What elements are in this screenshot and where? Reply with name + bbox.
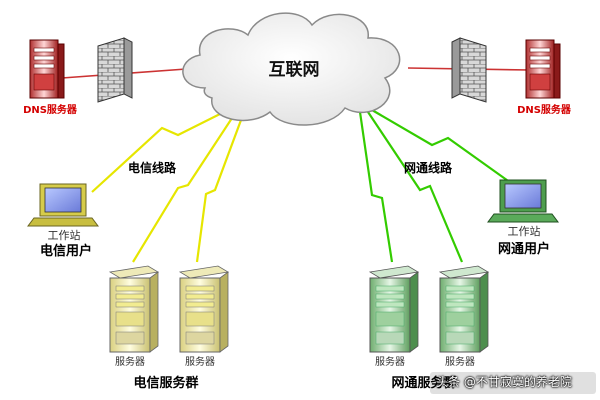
- netcom-server-2-label: 服务器: [445, 357, 475, 368]
- netcom-link-server-1: [358, 111, 394, 263]
- left-firewall: [97, 37, 133, 103]
- netcom-line-label: 网通线路: [404, 161, 453, 175]
- telecom-link-server-2: [195, 111, 246, 263]
- telecom-server-1-icon: [108, 265, 160, 353]
- right-firewall: [451, 37, 487, 103]
- netcom-link-server-2: [367, 111, 464, 263]
- telecom-server-group-label: 电信服务群: [133, 376, 199, 391]
- watermark-backdrop: [430, 372, 596, 394]
- left-dns-server-label: DNS服务器: [23, 105, 77, 116]
- telecom-links: [91, 109, 246, 263]
- telecom-link-workstation: [91, 109, 229, 193]
- netcom-server-1-icon: [368, 265, 420, 353]
- netcom-server-1-label: 服务器: [375, 357, 405, 368]
- netcom-links: [358, 109, 519, 263]
- netcom-server-2-icon: [438, 265, 490, 353]
- netcom-workstation-label: 工作站: [507, 225, 541, 238]
- netcom-user-label: 网通用户: [497, 242, 551, 257]
- netcom-link-workstation: [371, 109, 519, 189]
- watermark-text: 头条 @不甘寂寞的养老院: [436, 375, 572, 389]
- left-dns-server-icon: [29, 39, 65, 99]
- internet-cloud: [182, 12, 401, 126]
- telecom-server-1-label: 服务器: [115, 357, 145, 368]
- telecom-workstation-icon: [27, 183, 99, 227]
- telecom-line-label: 电信线路: [128, 161, 177, 175]
- telecom-server-2-label: 服务器: [185, 357, 215, 368]
- telecom-server-2-icon: [178, 265, 230, 353]
- telecom-user-label: 电信用户: [39, 244, 93, 259]
- telecom-link-server-1: [132, 111, 237, 263]
- netcom-workstation-icon: [487, 179, 559, 223]
- right-dns-server-label: DNS服务器: [517, 105, 571, 116]
- internet-cloud-label: 互联网: [268, 60, 320, 80]
- netcom-server-group-label: 网通服务群: [391, 376, 457, 391]
- telecom-workstation-label: 工作站: [47, 229, 81, 242]
- right-dns-server-icon: [525, 39, 561, 99]
